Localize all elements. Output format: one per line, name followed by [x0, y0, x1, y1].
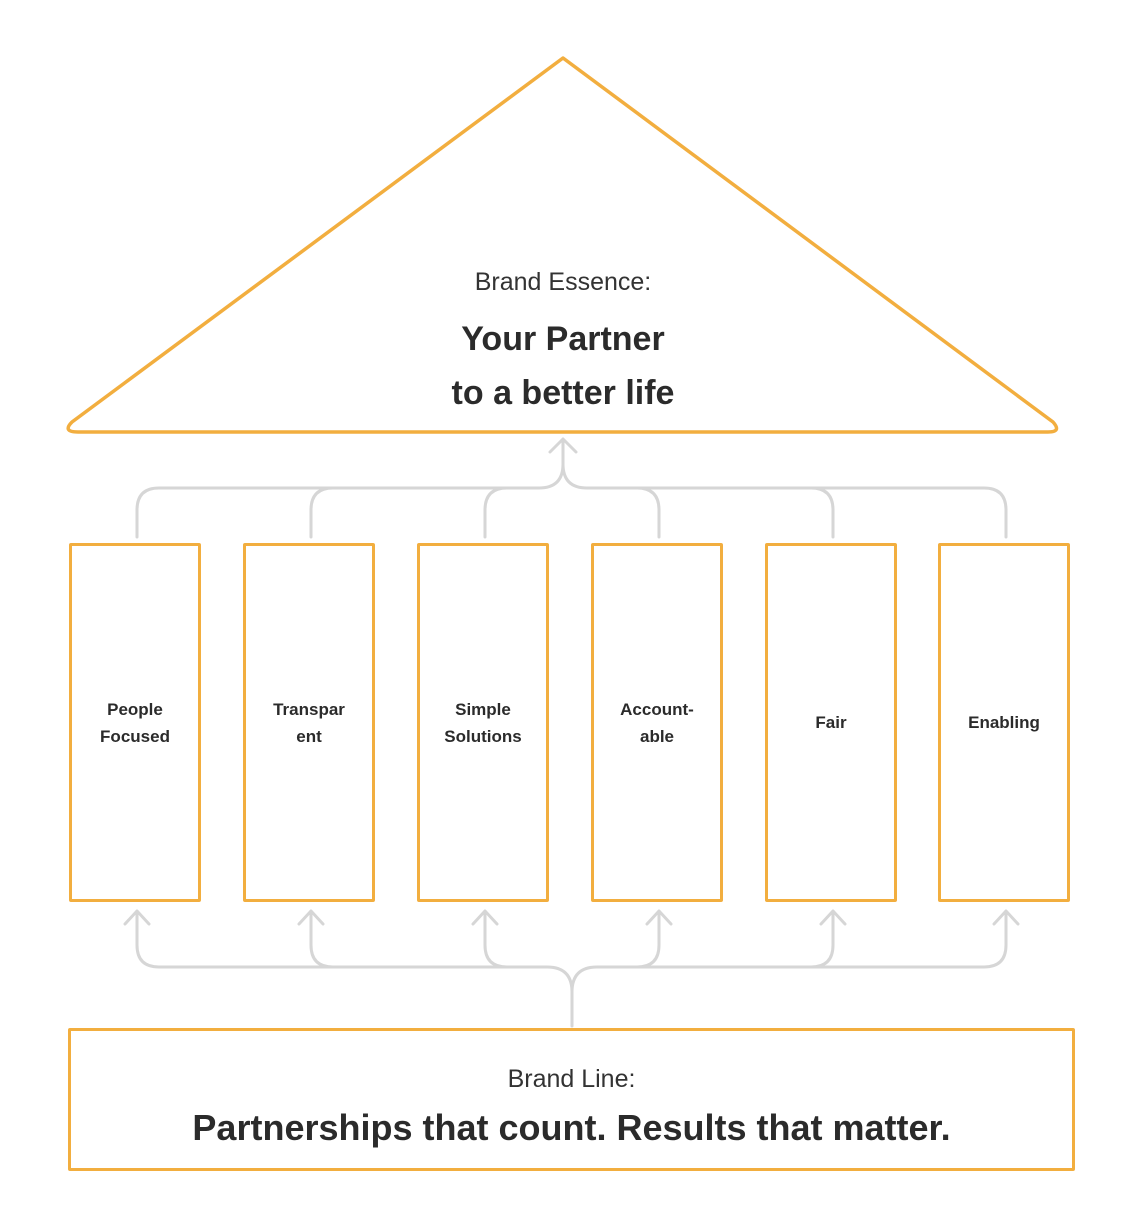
connector-down-2	[309, 910, 335, 969]
pillar-fair: Fair	[765, 543, 897, 902]
pillar-label: Account- able	[594, 696, 720, 750]
pillar-label-line1: Simple	[455, 699, 511, 719]
arrowhead-pillar-5-icon	[819, 909, 847, 926]
upper-connectors	[135, 437, 1008, 539]
brand-essence-title-line1: Your Partner	[461, 320, 665, 358]
pillar-label: Simple Solutions	[420, 696, 546, 750]
brand-essence-title-line2: to a better life	[451, 374, 675, 412]
brand-line-box: Brand Line: Partnerships that count. Res…	[68, 1028, 1075, 1171]
pillar-accountable: Account- able	[591, 543, 723, 902]
pillar-enabling: Enabling	[938, 543, 1070, 902]
pillar-transparent: Transpar ent	[243, 543, 375, 902]
connector-up-1	[135, 438, 565, 539]
roof-triangle	[66, 56, 1059, 434]
brand-essence-title: Your Partner to a better life	[330, 312, 796, 420]
connector-down-3	[483, 910, 509, 969]
brand-essence-label: Brand Essence:	[474, 268, 652, 296]
pillar-label: Fair	[768, 709, 894, 736]
arrowhead-pillar-6-icon	[992, 909, 1020, 926]
pillar-label-line1: Account-	[620, 699, 694, 719]
arrowhead-pillar-1-icon	[123, 909, 151, 926]
pillar-label: Enabling	[941, 709, 1067, 736]
lower-connectors	[123, 909, 1020, 1028]
connector-up-6	[561, 462, 1008, 539]
pillar-label: Transpar ent	[246, 696, 372, 750]
pillar-label-line1: People	[107, 699, 163, 719]
arrowhead-pillar-4-icon	[645, 909, 673, 926]
connector-up-2	[309, 486, 335, 539]
arrowhead-pillar-3-icon	[471, 909, 499, 926]
connector-down-4	[635, 910, 661, 969]
pillar-simple-solutions: Simple Solutions	[417, 543, 549, 902]
pillar-label-line2: able	[639, 726, 675, 746]
connector-base-stem	[135, 910, 574, 1028]
pillar-label-line1: Transpar	[273, 699, 345, 719]
pillar-label-line1: Enabling	[968, 713, 1040, 732]
pillar-label-line2: ent	[296, 726, 322, 746]
arrowhead-roof-icon	[548, 437, 578, 454]
pillar-label-line2: Focused	[100, 726, 170, 746]
pillar-people-focused: People Focused	[69, 543, 201, 902]
brand-line-title: Partnerships that count. Results that ma…	[192, 1107, 951, 1148]
connector-down-5	[809, 910, 835, 969]
connector-up-4	[635, 486, 661, 539]
connector-up-5	[809, 486, 835, 539]
arrowhead-pillar-2-icon	[297, 909, 325, 926]
brand-line-label: Brand Line:	[507, 1065, 636, 1093]
pillar-label-line1: Fair	[815, 713, 847, 732]
connector-up-3	[483, 486, 509, 539]
pillar-label: People Focused	[72, 696, 198, 750]
pillar-label-line2: Solutions	[444, 726, 522, 746]
